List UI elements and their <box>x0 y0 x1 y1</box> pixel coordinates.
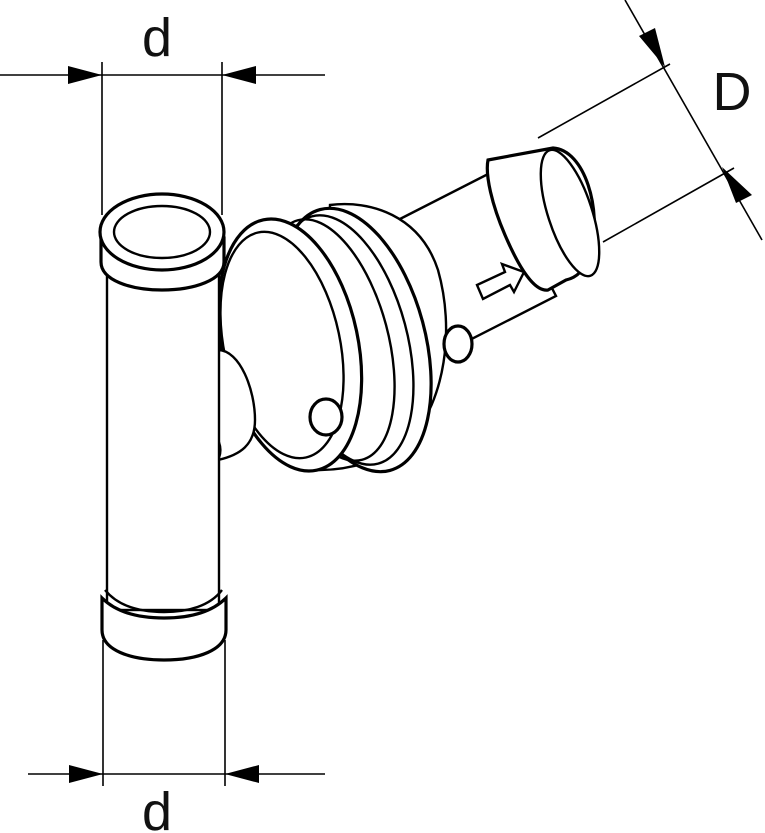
tee-pipe <box>98 192 228 662</box>
valve-pin-rear <box>442 324 474 364</box>
right-dimension-label: D <box>713 62 752 122</box>
right-dimension: D <box>537 0 763 243</box>
valve-neck <box>216 348 257 462</box>
valve-pin-front <box>308 397 344 437</box>
tee-top-opening-inner <box>112 204 212 260</box>
right-dimension-arrow-top <box>639 28 665 67</box>
tee-bottom-barb-ridge <box>104 589 223 614</box>
right-extension-bottom <box>602 167 735 243</box>
outlet-end-face <box>539 148 601 278</box>
valve-body <box>186 202 474 474</box>
top-dimension-label: d <box>142 8 172 68</box>
top-dimension-arrow-right <box>222 66 256 84</box>
bottom-dimension-label: d <box>142 782 172 833</box>
right-dimension-arrow-bottom <box>722 167 752 203</box>
top-dimension-arrow-left <box>68 66 102 84</box>
right-extension-top <box>537 63 671 139</box>
top-dimension: d <box>0 8 325 215</box>
bottom-dimension-arrow-right <box>225 765 259 783</box>
tee-bottom-barb <box>100 594 228 662</box>
bottom-dimension: d <box>28 640 325 833</box>
flow-direction-arrow <box>475 261 526 301</box>
bottom-dimension-arrow-left <box>69 765 103 783</box>
tee-pipe-body <box>105 248 221 612</box>
